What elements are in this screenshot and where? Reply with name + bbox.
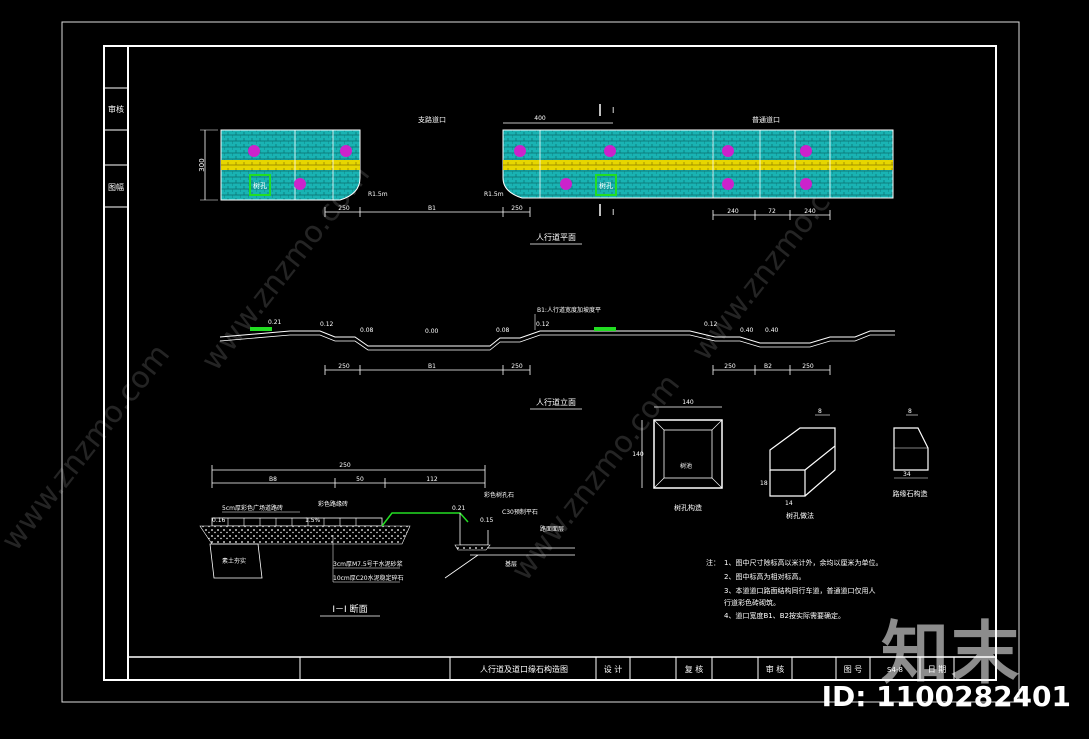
- right-entrance-label: 普通道口: [752, 115, 780, 124]
- svg-text:I: I: [612, 208, 614, 217]
- svg-text:50: 50: [356, 476, 364, 483]
- svg-text:8: 8: [908, 408, 912, 415]
- brand-logo: 知末: [880, 615, 1021, 694]
- detail-title: 树孔构造: [674, 503, 702, 512]
- side-top-label: 审核: [108, 104, 124, 114]
- svg-text:复 核: 复 核: [685, 664, 704, 674]
- svg-text:图 号: 图 号: [844, 665, 863, 674]
- left-entrance-label: 支路道口: [418, 115, 446, 124]
- svg-text:140: 140: [632, 451, 644, 458]
- svg-text:250: 250: [338, 363, 350, 370]
- svg-text:14: 14: [785, 500, 793, 507]
- elevation-title: 人行道立面: [536, 397, 576, 407]
- curb-detail: 8 34 路缘石构造: [893, 408, 929, 498]
- tree-pit-method-detail: 8 18 14 树孔做法: [760, 408, 836, 520]
- svg-text:2、图中标高为相对标高。: 2、图中标高为相对标高。: [724, 572, 805, 581]
- svg-text:B8: B8: [269, 476, 277, 483]
- svg-text:素土夯实: 素土夯实: [222, 557, 246, 565]
- svg-text:0.12: 0.12: [320, 321, 334, 328]
- svg-text:彩色树孔石: 彩色树孔石: [484, 491, 514, 499]
- svg-text:250: 250: [338, 205, 350, 212]
- elevation-note: B1:人行道宽度加坡度平: [537, 306, 601, 314]
- svg-text:B2: B2: [764, 363, 772, 370]
- svg-text:0.15: 0.15: [480, 517, 494, 524]
- svg-text:0.00: 0.00: [425, 328, 439, 335]
- detail-title: 路缘石构造: [893, 489, 928, 498]
- svg-text:B1: B1: [428, 363, 436, 370]
- svg-text:5cm厚彩色广场道路砖: 5cm厚彩色广场道路砖: [222, 504, 283, 512]
- tree-pit-detail: 140 140 树池 树孔构造: [632, 399, 723, 512]
- svg-text:行道彩色砖砌筑。: 行道彩色砖砌筑。: [724, 598, 780, 607]
- image-id: ID: 1100282401: [821, 680, 1071, 713]
- svg-text:8: 8: [818, 408, 822, 415]
- drawing-number: S4-8: [887, 666, 903, 674]
- plan-title: 人行道平面: [536, 232, 576, 242]
- svg-text:240: 240: [727, 208, 739, 215]
- svg-text:3cm厚M7.5号干水泥砂浆: 3cm厚M7.5号干水泥砂浆: [333, 560, 403, 568]
- section-mark: I: [612, 106, 614, 115]
- svg-text:18: 18: [760, 480, 768, 487]
- svg-text:72: 72: [768, 208, 776, 215]
- svg-text:树孔: 树孔: [599, 181, 613, 190]
- svg-text:250: 250: [511, 205, 523, 212]
- detail-title: 树孔做法: [786, 511, 814, 520]
- svg-text:树池: 树池: [680, 462, 692, 470]
- tree-markers: [248, 145, 812, 190]
- tactile-band: [503, 160, 893, 170]
- outer-frame: [61, 21, 1020, 703]
- drawing-title: 人行道及道口缘石构造图: [480, 664, 568, 674]
- svg-text:4、道口宽度B1、B2按实际需要确定。: 4、道口宽度B1、B2按实际需要确定。: [724, 611, 845, 620]
- svg-text:R1.5m: R1.5m: [368, 191, 388, 198]
- side-bottom-label: 图幅: [108, 182, 124, 192]
- svg-text:设 计: 设 计: [604, 664, 623, 674]
- svg-text:240: 240: [804, 208, 816, 215]
- svg-text:140: 140: [682, 399, 694, 406]
- svg-text:0.21: 0.21: [268, 319, 282, 326]
- svg-text:1、图中尺寸除标高以米计外，余均以厘米为单位。: 1、图中尺寸除标高以米计外，余均以厘米为单位。: [724, 558, 882, 567]
- svg-text:34: 34: [903, 471, 911, 478]
- svg-text:0.12: 0.12: [704, 321, 718, 328]
- svg-text:基层: 基层: [505, 560, 517, 568]
- svg-text:300: 300: [198, 158, 206, 171]
- section-view: 250 B8 50 112 5cm厚彩色广场道路砖 彩色路缘砖 彩色树孔石 C3…: [199, 462, 575, 617]
- svg-text:树孔: 树孔: [253, 181, 267, 190]
- svg-text:0.12: 0.12: [536, 321, 550, 328]
- section-title: I－I 断面: [332, 603, 367, 615]
- svg-text:0.16: 0.16: [212, 517, 226, 524]
- svg-text:日 期: 日 期: [928, 665, 947, 674]
- svg-text:R1.5m: R1.5m: [484, 191, 504, 198]
- elevation-view: 0.21 0.12 0.08 0.00 0.08 0.12 0.12 0.40 …: [219, 306, 895, 410]
- svg-text:0.08: 0.08: [496, 327, 510, 334]
- svg-text:3、本道道口路面结构同行车道，普通道口仅用人: 3、本道道口路面结构同行车道，普通道口仅用人: [724, 586, 875, 595]
- svg-text:C30预制平石: C30预制平石: [502, 508, 538, 516]
- svg-text:0.40: 0.40: [765, 327, 779, 334]
- title-block: 人行道及道口缘石构造图 设 计 复 核 审 核 图 号 S4-8 日 期: [128, 656, 996, 680]
- tree-pit: [595, 174, 617, 196]
- svg-text:250: 250: [511, 363, 523, 370]
- tactile-band: [221, 160, 360, 170]
- svg-text:审 核: 审 核: [766, 664, 785, 674]
- inner-frame: [103, 45, 997, 681]
- svg-text:0.40: 0.40: [740, 327, 754, 334]
- svg-text:彩色路缘砖: 彩色路缘砖: [318, 500, 348, 508]
- plan-view: 树孔 树孔 支路道口 普通道口 R1.5m R1.5m I I 300 400 …: [198, 104, 894, 245]
- tree-pit: [249, 174, 271, 196]
- svg-text:0.21: 0.21: [452, 505, 466, 512]
- svg-text:路面面层: 路面面层: [540, 525, 564, 533]
- svg-text:0.08: 0.08: [360, 327, 374, 334]
- svg-text:250: 250: [339, 462, 351, 469]
- svg-text:250: 250: [724, 363, 736, 370]
- svg-text:10cm厚C20水泥稳定碎石: 10cm厚C20水泥稳定碎石: [333, 574, 404, 582]
- svg-text:1.5%: 1.5%: [305, 517, 321, 524]
- notes: 注： 1、图中尺寸除标高以米计外，余均以厘米为单位。 2、图中标高为相对标高。 …: [706, 558, 882, 620]
- svg-text:注：: 注：: [706, 558, 720, 567]
- svg-text:250: 250: [802, 363, 814, 370]
- svg-text:400: 400: [534, 115, 546, 122]
- svg-text:B1: B1: [428, 205, 436, 212]
- svg-text:112: 112: [426, 476, 438, 483]
